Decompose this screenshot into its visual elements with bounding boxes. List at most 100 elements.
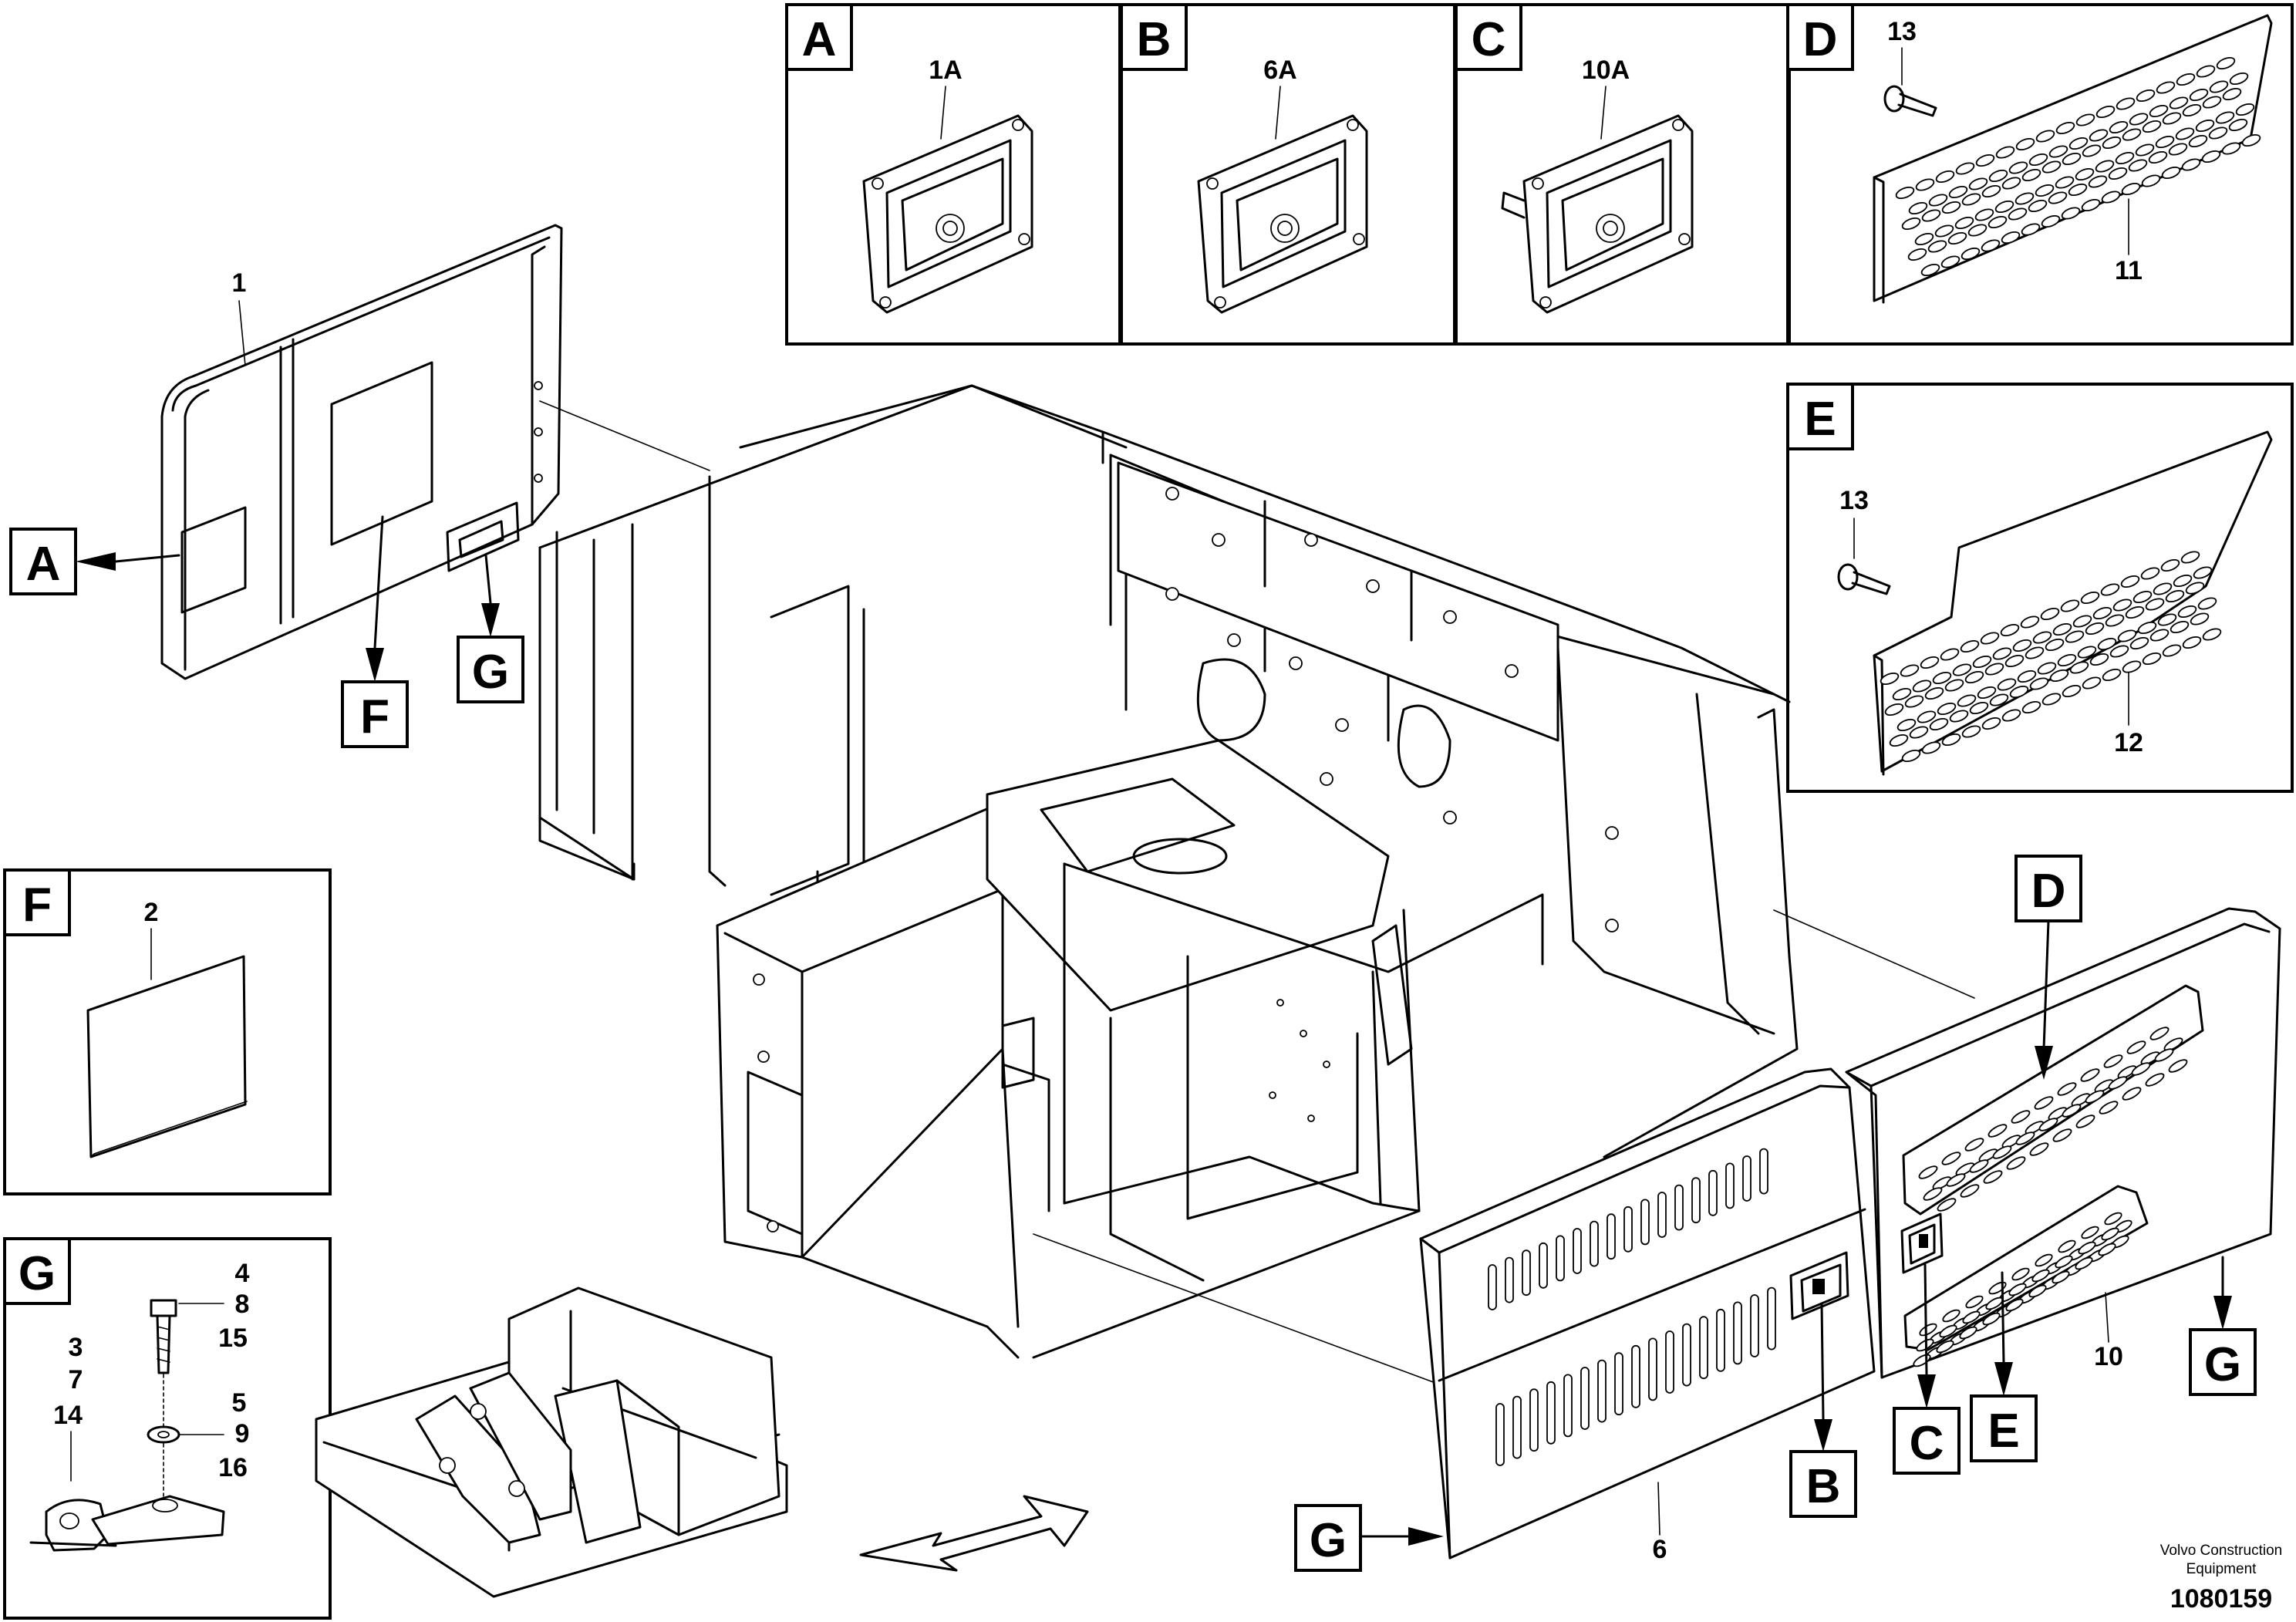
direction-arrow-icon: [859, 1495, 1089, 1572]
perforation: [1946, 1173, 1966, 1187]
bolt-icon: [150, 1299, 177, 1428]
perforation: [2021, 700, 2041, 714]
detail-box-c: C 10A: [1455, 3, 1791, 346]
perforation: [2208, 126, 2228, 140]
detail-frame-d: [1786, 3, 2294, 346]
perforation: [1960, 639, 1980, 653]
vent-slot: [1682, 1323, 1691, 1387]
perforation: [2122, 128, 2142, 141]
leader-door-to-frame: [539, 400, 710, 471]
perforation: [1981, 717, 2001, 730]
part-number-9: 9: [235, 1419, 250, 1448]
vent-slot: [1546, 1381, 1556, 1445]
perforation: [1901, 217, 1921, 231]
right-door-panel: [1845, 907, 2281, 1379]
perforation: [2108, 167, 2128, 180]
perforation: [2037, 662, 2057, 675]
perforation: [2193, 566, 2213, 579]
perforation: [2157, 613, 2177, 626]
perforation: [1941, 1152, 1961, 1165]
perforation: [1908, 201, 1928, 215]
decal-icon: [86, 955, 247, 1158]
perforation: [2189, 88, 2209, 102]
perforation: [1920, 263, 1940, 277]
perforation: [1964, 1138, 1984, 1152]
perforation: [1969, 701, 1989, 715]
perforation: [2102, 136, 2122, 150]
perforation: [2162, 644, 2182, 657]
perforation: [2095, 160, 2115, 173]
latch-handle-icon: [862, 114, 1033, 314]
perforation: [2180, 551, 2200, 564]
perforation: [2149, 104, 2169, 118]
perforation: [2034, 1096, 2054, 1110]
detail-label-f: F: [22, 878, 52, 932]
leader-6: [1657, 1482, 1660, 1536]
perforation: [2105, 614, 2125, 627]
perforation: [1895, 186, 1915, 200]
vent-slot: [1488, 1264, 1497, 1310]
perforation: [1980, 632, 2000, 645]
leader-10a: [1600, 86, 1607, 140]
perforation: [2141, 174, 2161, 187]
perforation: [1965, 1295, 1984, 1309]
perforation: [2041, 693, 2062, 706]
perforation: [2228, 118, 2248, 132]
perforation: [2058, 1239, 2076, 1253]
perforation: [2103, 1054, 2123, 1068]
perforation: [2148, 150, 2168, 164]
vent-slot: [1648, 1337, 1657, 1401]
perforation: [2209, 80, 2229, 93]
perforation: [1932, 671, 1952, 685]
vent-slot: [1640, 1199, 1650, 1246]
left-door-panel: [160, 224, 563, 680]
perforation: [2109, 645, 2129, 658]
perforation: [1927, 240, 1947, 253]
perforation: [2028, 1284, 2047, 1298]
vent-slot: [1529, 1388, 1539, 1452]
perforation: [2131, 1062, 2151, 1076]
detail-tab-f: [3, 868, 71, 936]
vent-slot: [1750, 1294, 1759, 1357]
latch-handle-icon: [1501, 114, 1694, 314]
vent-slot: [1759, 1148, 1768, 1195]
perforation: [2135, 143, 2155, 157]
perforation: [2028, 199, 2048, 213]
screw-icon: [1883, 85, 1937, 117]
perforation: [2162, 112, 2182, 125]
perforation: [2170, 620, 2190, 634]
perforation: [1992, 1145, 2012, 1159]
callout-f-label: F: [360, 690, 389, 744]
leader-10: [2105, 1292, 2109, 1343]
perforation: [2008, 161, 2028, 174]
perforation: [2201, 150, 2221, 164]
perforation: [2008, 1283, 2027, 1297]
perforation: [2175, 127, 2195, 140]
perforation: [2117, 629, 2137, 642]
perforation: [2149, 629, 2170, 642]
perforation: [1968, 177, 1988, 191]
middle-door-panel: [1419, 1067, 1876, 1560]
detail-label-b: B: [1137, 13, 1172, 66]
perforation: [2136, 89, 2156, 103]
perforation: [1884, 703, 1904, 717]
vent-slot: [1556, 1235, 1565, 1282]
perforation: [1941, 201, 1961, 214]
perforation: [1997, 678, 2017, 691]
perforation: [2128, 159, 2148, 172]
callout-e: E: [1970, 1271, 2038, 1462]
part-number-12: 12: [2114, 728, 2143, 757]
part-number-1: 1: [232, 268, 247, 298]
perforation: [2109, 120, 2129, 134]
perforation: [2001, 709, 2021, 722]
perforation: [2102, 668, 2122, 682]
perforation: [2014, 192, 2035, 205]
perforation: [1952, 663, 1972, 676]
vent-slot: [1691, 1177, 1701, 1224]
perforation: [2190, 612, 2210, 626]
perforation: [2089, 653, 2109, 666]
perforation: [2060, 599, 2080, 612]
perforation: [2068, 183, 2088, 197]
vent-slot: [1495, 1403, 1505, 1466]
vent-slot: [1539, 1242, 1548, 1289]
